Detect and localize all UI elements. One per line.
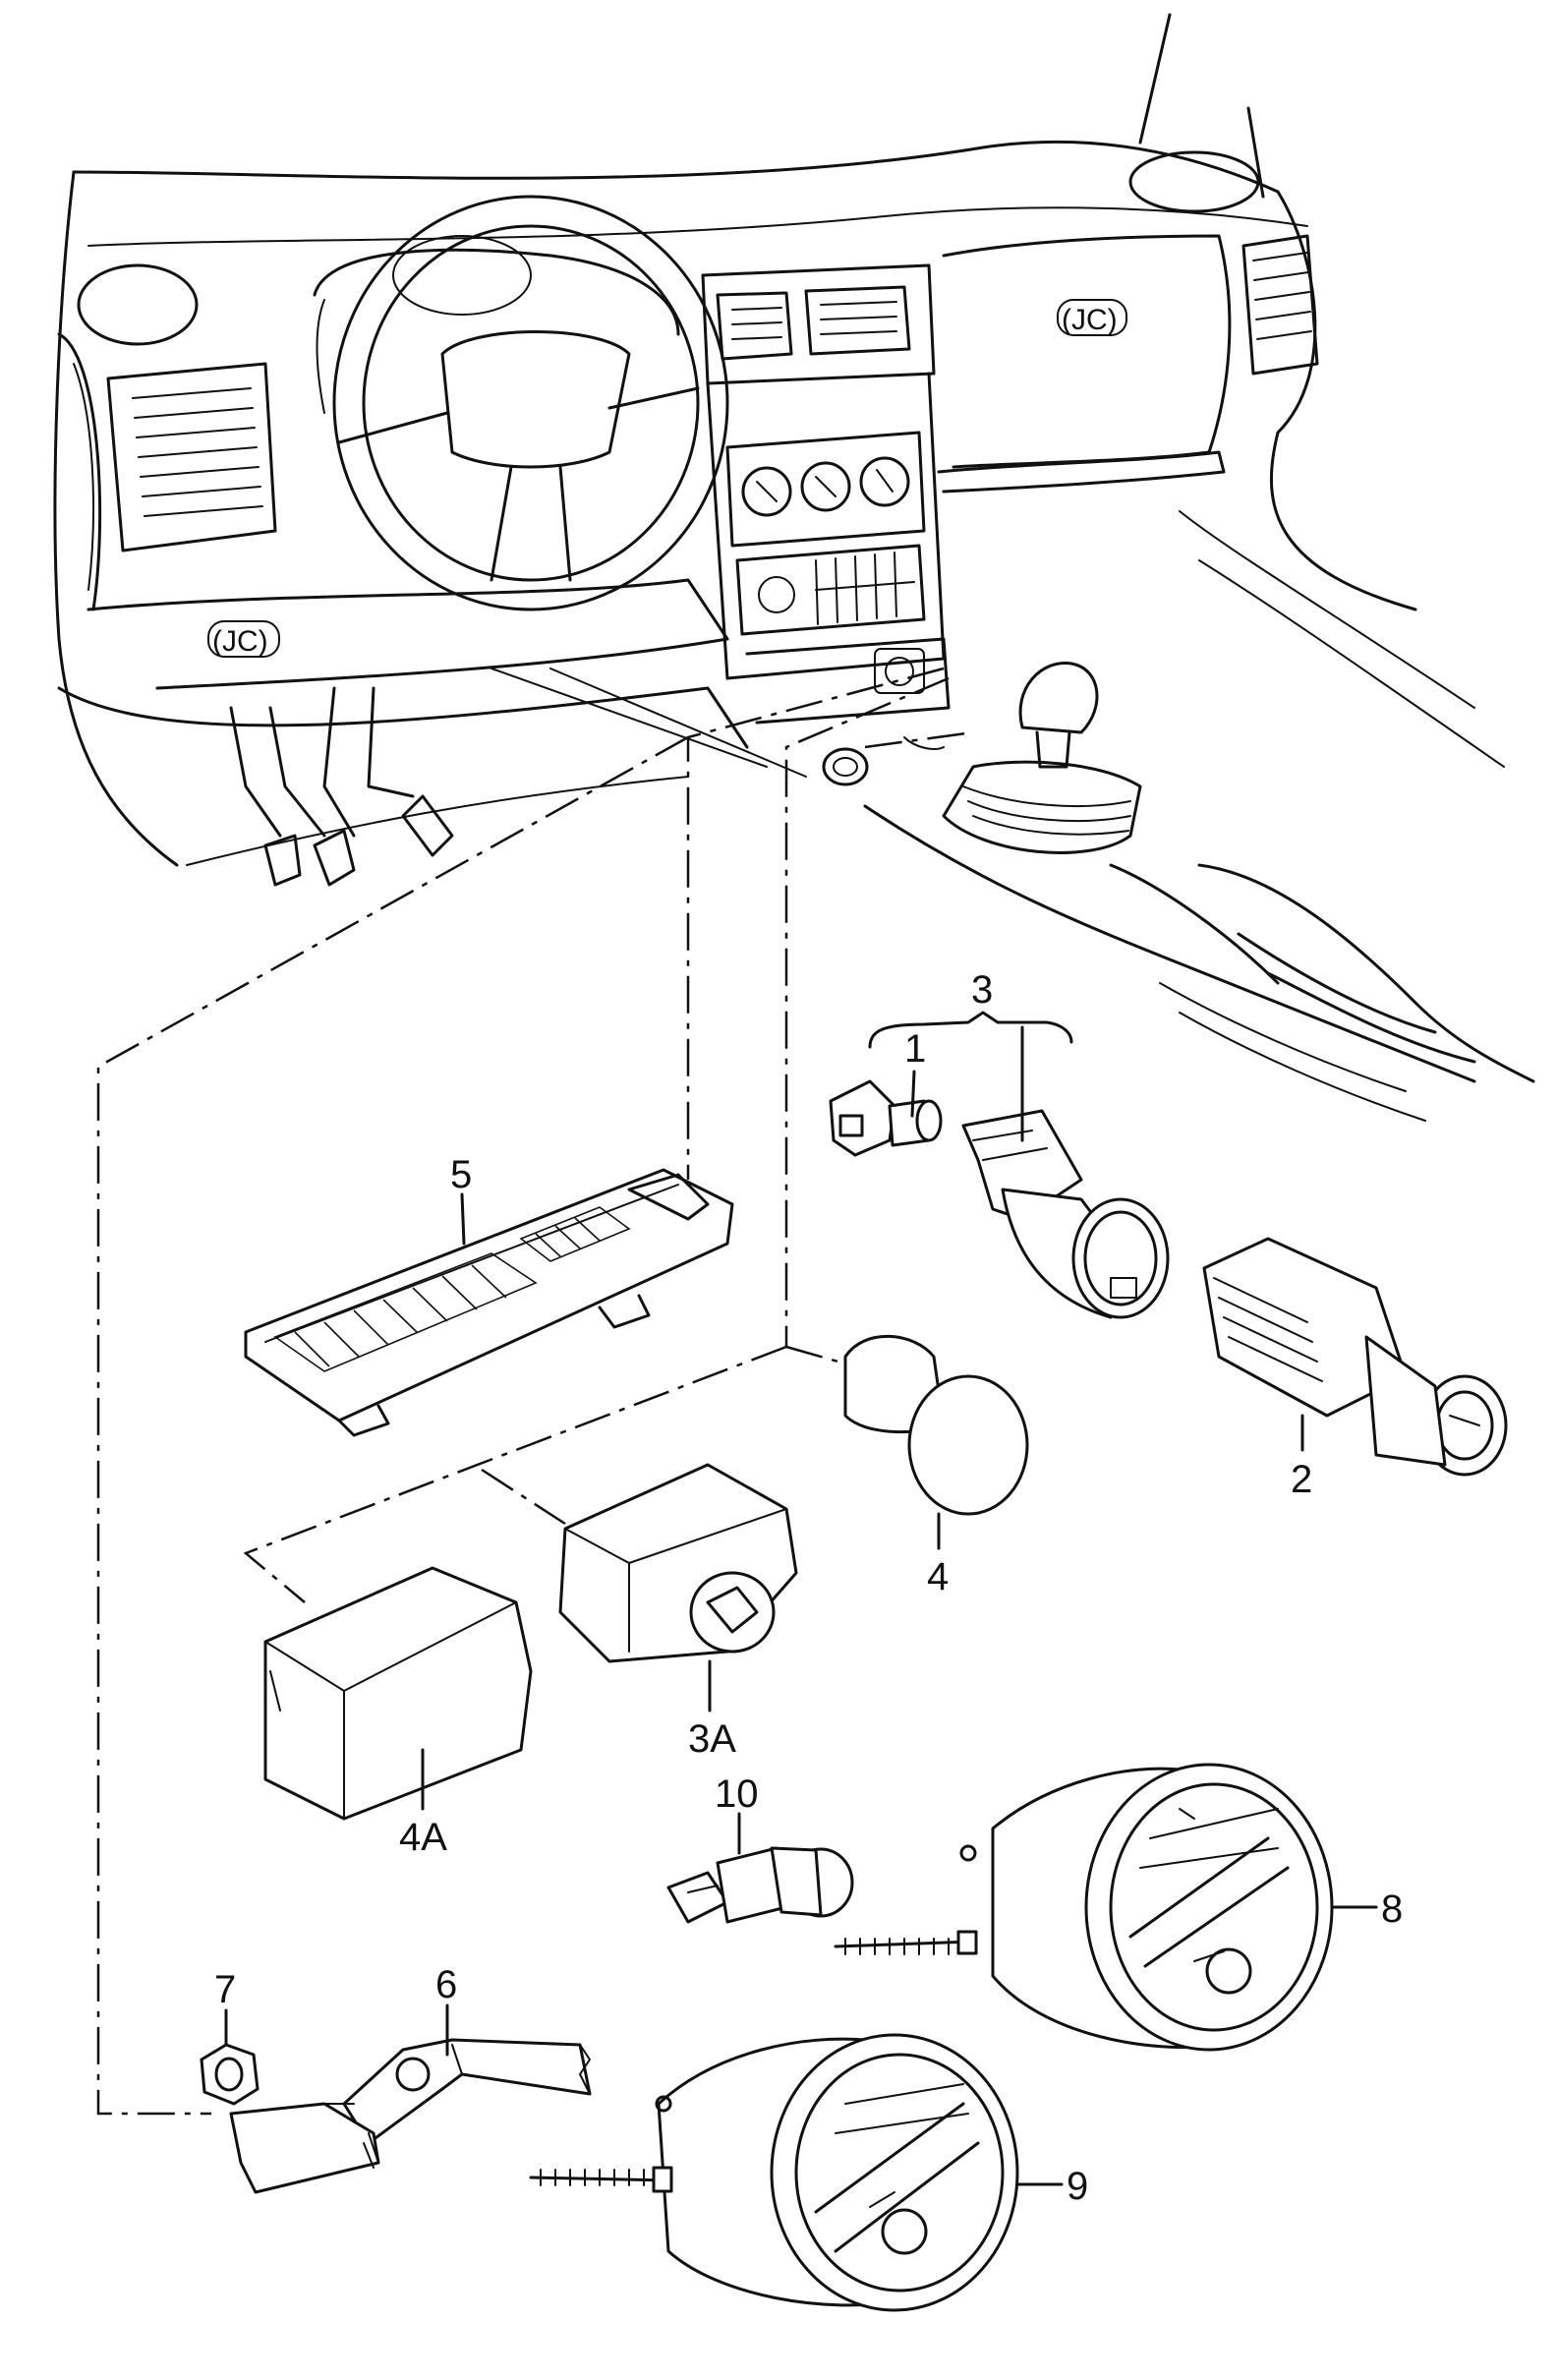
- lower-panel-mark: (JC): [212, 625, 268, 658]
- label-1: 1: [904, 1027, 926, 1071]
- label-4a: 4A: [399, 1816, 447, 1859]
- part-8-gauge: [834, 1763, 1334, 2052]
- part-3-lighter-socket-housing: [961, 1109, 1170, 1319]
- label-3a: 3A: [688, 1717, 736, 1761]
- part-10-bulb: [666, 1846, 854, 1924]
- leader-lines: [96, 667, 974, 2116]
- dashboard-scene: (JC): [53, 13, 1535, 1122]
- label-10: 10: [715, 1772, 759, 1816]
- part-2-lighter-element: [1202, 1237, 1508, 1477]
- label-3: 3: [971, 968, 993, 1012]
- label-5: 5: [450, 1153, 472, 1196]
- label-7: 7: [214, 1968, 236, 2011]
- part-9-gauge: [529, 2033, 1019, 2312]
- label-9: 9: [1067, 2165, 1088, 2208]
- label-2: 2: [1291, 1458, 1312, 1501]
- part-3a-surround: [558, 1463, 798, 1663]
- part-5-trim-panel: [244, 1168, 734, 1437]
- label-6: 6: [435, 1963, 457, 2006]
- callout-leaders: [224, 1011, 1378, 2186]
- part-1-lamp-holder: [829, 1079, 943, 1157]
- part-6-bracket: [229, 2038, 592, 2194]
- glovebox-mark: (JC): [1062, 304, 1118, 336]
- label-4: 4: [927, 1555, 949, 1598]
- part-4-blank-cap: [843, 1334, 1029, 1516]
- part-7-nut: [200, 2043, 260, 2106]
- part-labels: 3 1 5 2 4 3A 4A 10 8 9 6 7: [214, 968, 1403, 2208]
- label-8: 8: [1381, 1887, 1403, 1931]
- part-4a-cover: [263, 1566, 533, 1821]
